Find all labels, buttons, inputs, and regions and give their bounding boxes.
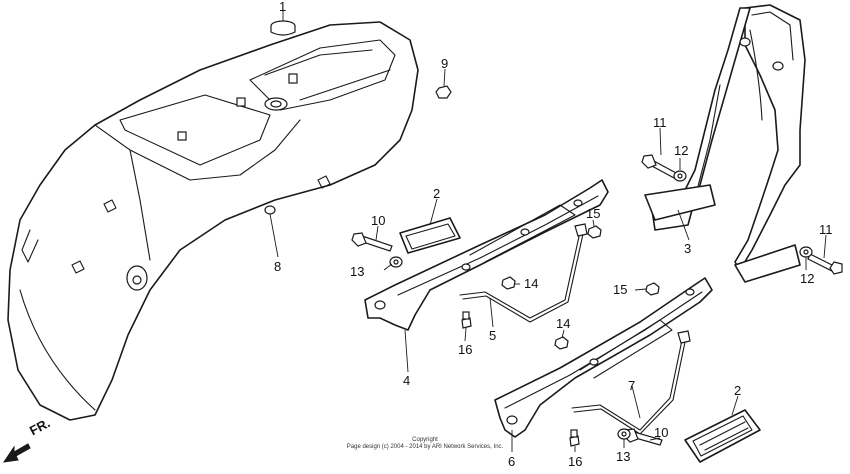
nut-part-14-lower[interactable] <box>554 336 569 350</box>
front-direction-arrow-icon <box>2 443 31 463</box>
callout-13: 13 <box>350 264 364 279</box>
reflector-part-2-lower[interactable] <box>684 409 761 463</box>
bolt-part-10-upper[interactable] <box>351 232 393 252</box>
stay-part-5[interactable] <box>459 223 588 323</box>
callout-8: 8 <box>274 259 281 274</box>
callout-16: 16 <box>568 454 582 469</box>
callout-9: 9 <box>441 56 448 71</box>
callout-10: 10 <box>654 425 668 440</box>
rear-fender[interactable] <box>7 21 419 421</box>
callout-6: 6 <box>508 454 515 469</box>
callout-15: 15 <box>586 206 600 221</box>
leader-lines <box>269 11 827 452</box>
callout-10: 10 <box>371 213 385 228</box>
grommet-part-1[interactable] <box>270 20 296 36</box>
bolt-part-16-upper[interactable] <box>461 311 472 329</box>
callout-2: 2 <box>734 383 741 398</box>
washer-part-13-lower[interactable] <box>617 428 631 440</box>
rail-part-6[interactable] <box>494 277 713 438</box>
callout-11: 11 <box>653 115 667 130</box>
nut-part-14-upper[interactable] <box>501 276 516 290</box>
callout-5: 5 <box>489 328 496 343</box>
callout-7: 7 <box>628 378 635 393</box>
callout-12: 12 <box>674 143 688 158</box>
callout-2: 2 <box>433 186 440 201</box>
washer-part-12-lower[interactable] <box>799 246 813 258</box>
rail-part-4[interactable] <box>364 179 609 331</box>
copyright-line-2: Page design (c) 2004 - 2014 by ARI Netwo… <box>346 444 504 450</box>
callout-4: 4 <box>403 373 410 388</box>
callout-14: 14 <box>524 276 538 291</box>
bolt-part-11-upper[interactable] <box>641 154 679 180</box>
bracket-part-3[interactable] <box>644 4 806 283</box>
washer-part-13-upper[interactable] <box>389 256 403 268</box>
callout-13: 13 <box>616 449 630 464</box>
callout-15: 15 <box>613 282 627 297</box>
callout-14: 14 <box>556 316 570 331</box>
nut-part-9[interactable] <box>435 85 452 99</box>
bolt-part-16-lower[interactable] <box>569 429 580 447</box>
callout-labels: 1 2 2 3 4 5 6 7 8 9 10 10 11 11 12 12 13… <box>274 0 833 469</box>
nut-part-15-lower[interactable] <box>645 282 660 296</box>
reflector-part-2-upper[interactable] <box>399 217 461 254</box>
callout-11: 11 <box>819 222 833 237</box>
copyright-notice: Copyright Page design (c) 2004 - 2014 by… <box>300 437 550 451</box>
callout-16: 16 <box>458 342 472 357</box>
callout-3: 3 <box>684 241 691 256</box>
washer-part-12-upper[interactable] <box>673 170 687 182</box>
bolt-part-11-lower[interactable] <box>807 253 843 275</box>
nut-part-15-upper[interactable] <box>587 225 602 239</box>
copyright-line-1: Copyright <box>412 437 438 443</box>
callout-12: 12 <box>800 271 814 286</box>
callout-1: 1 <box>279 0 286 14</box>
